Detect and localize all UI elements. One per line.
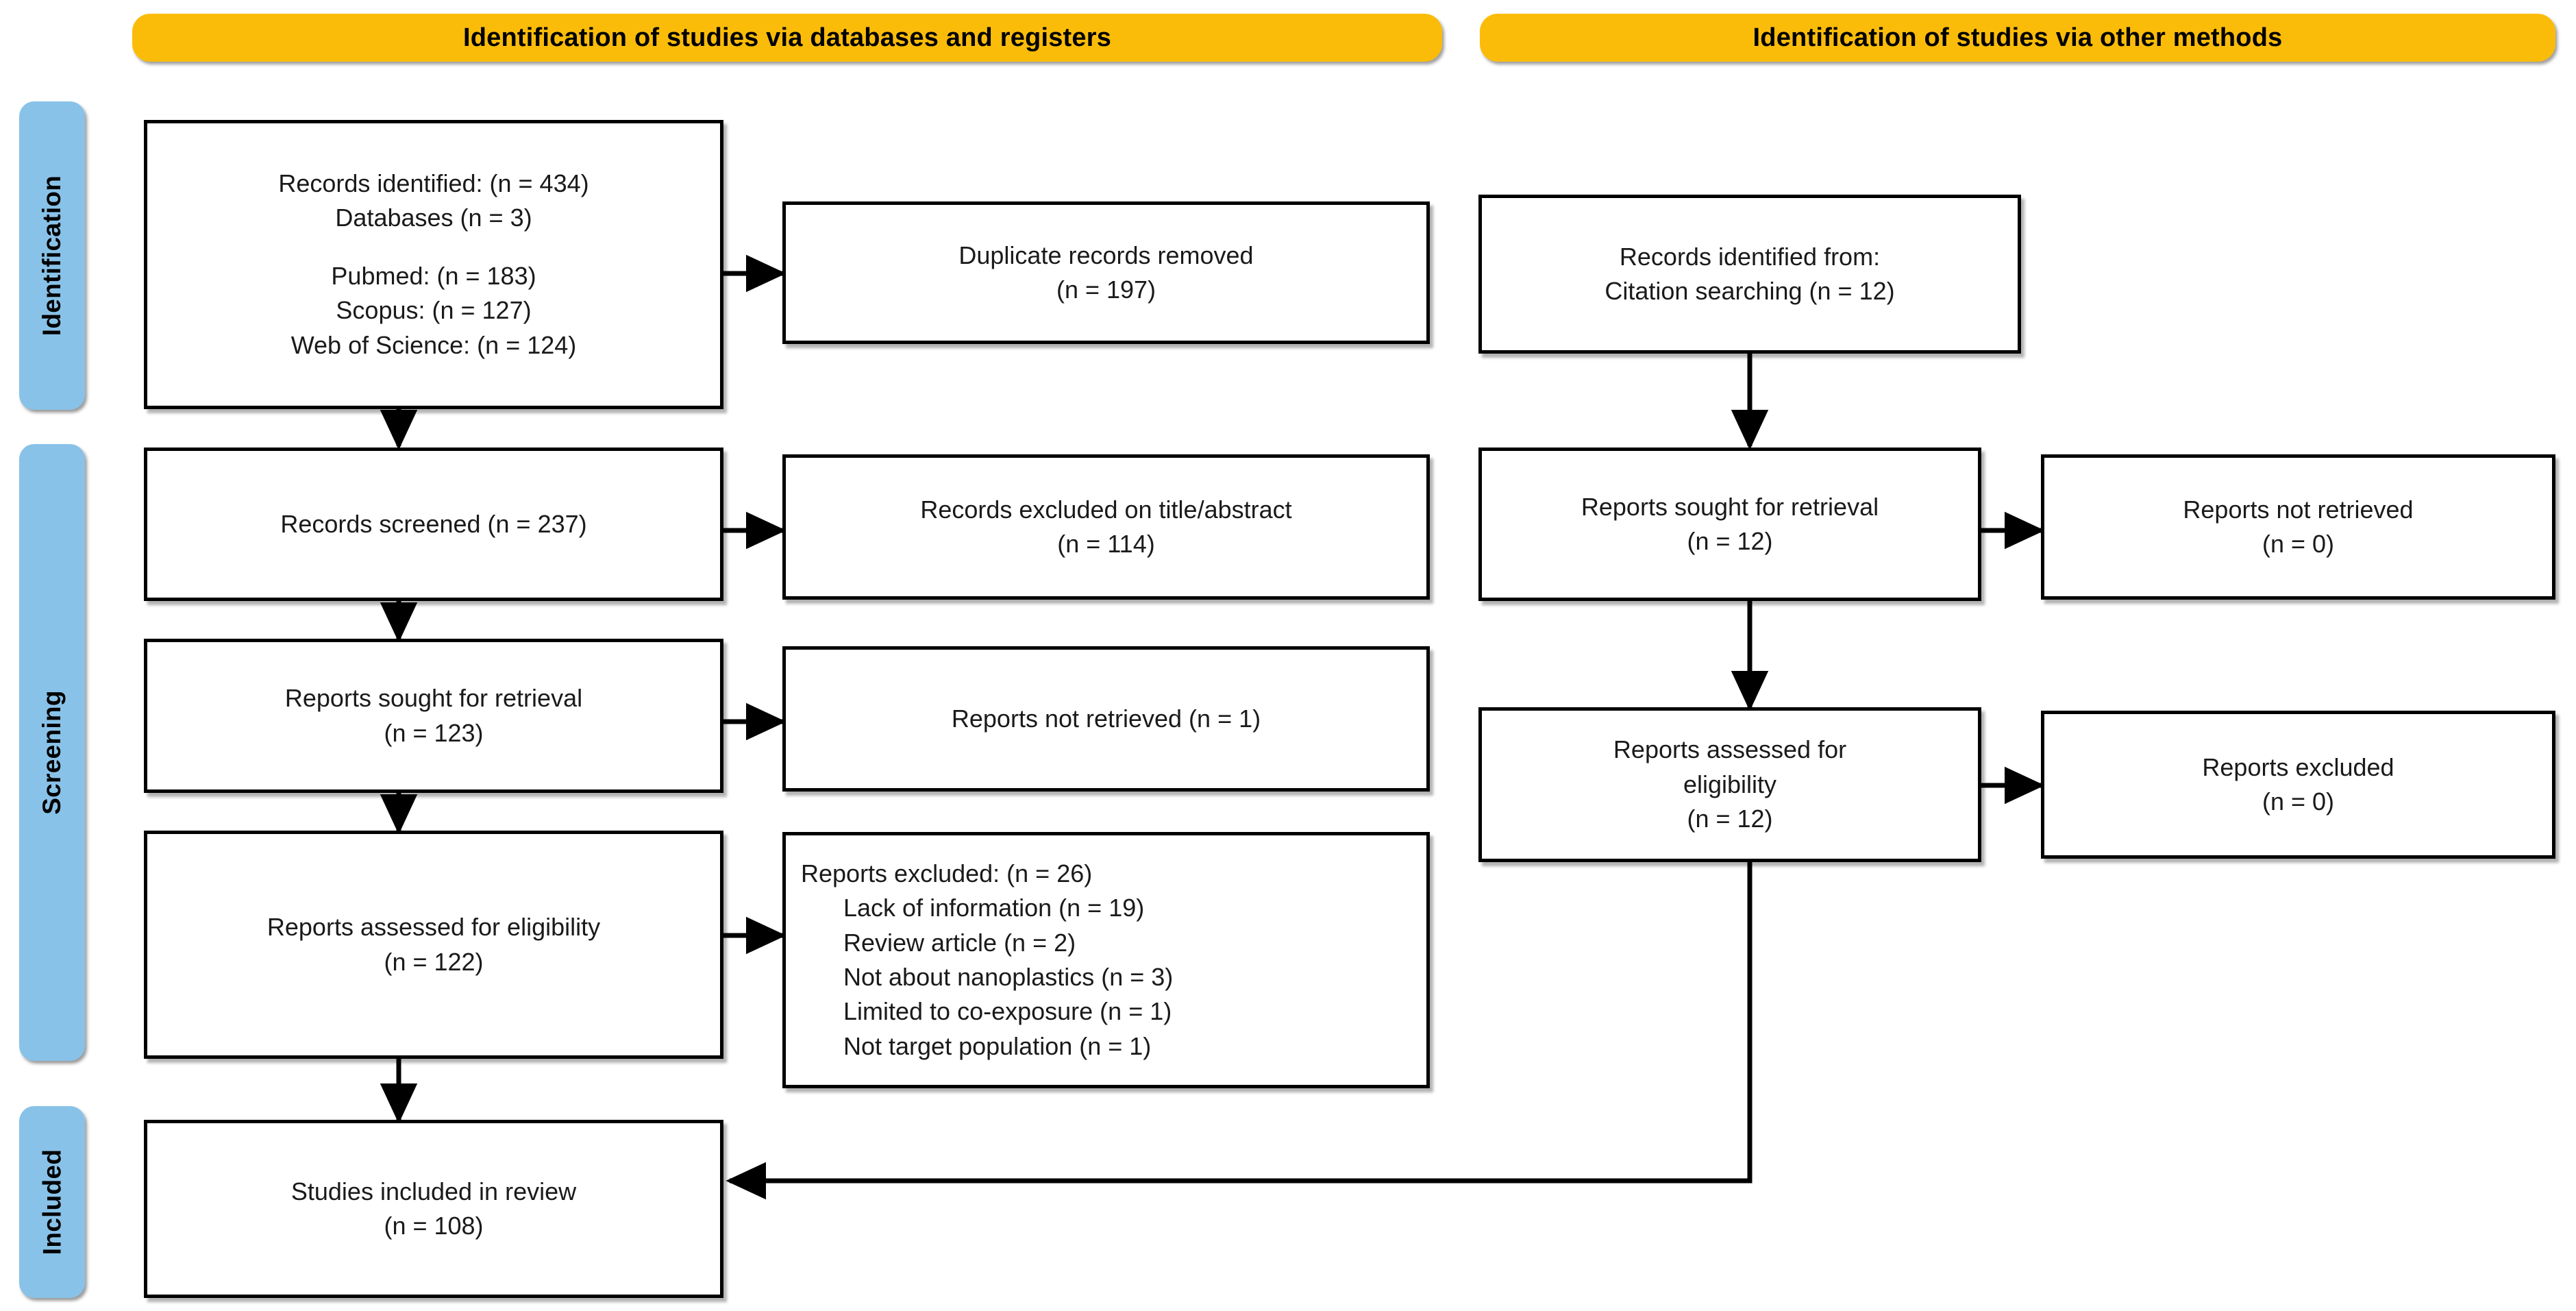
box-duplicate-records-removed-content: Duplicate records removed (n = 197) xyxy=(786,236,1426,310)
r-reports-assessed-line2: eligibility xyxy=(1683,770,1777,798)
box-reports-excluded-reasons-content: Reports excluded: (n = 26) Lack of infor… xyxy=(786,854,1426,1066)
box-r-reports-assessed-eligibility-content: Reports assessed for eligibility (n = 12… xyxy=(1482,730,1978,839)
studies-included-line2: (n = 108) xyxy=(384,1212,484,1240)
r-reports-excluded-line1: Reports excluded xyxy=(2202,752,2394,781)
box-reports-sought-retrieval-content: Reports sought for retrieval (n = 123) xyxy=(147,678,720,753)
stage-label-screening: Screening xyxy=(19,444,85,1061)
banner-databases: Identification of studies via databases … xyxy=(132,14,1442,62)
box-r-reports-excluded-content: Reports excluded (n = 0) xyxy=(2044,748,2552,822)
reports-excluded-reason-2: Review article (n = 2) xyxy=(843,928,1076,957)
box-records-excluded-title-abstract-content: Records excluded on title/abstract (n = … xyxy=(786,490,1426,565)
records-excluded-line2: (n = 114) xyxy=(1057,530,1155,558)
r-reports-assessed-line1: Reports assessed for xyxy=(1613,735,1847,764)
r-records-identified-line1: Records identified from: xyxy=(1619,242,1881,271)
r-reports-assessed-line3: (n = 12) xyxy=(1687,805,1773,833)
reports-excluded-reason-1: Lack of information (n = 19) xyxy=(843,894,1145,922)
box-reports-not-retrieved: Reports not retrieved (n = 1) xyxy=(782,646,1430,792)
records-identified-line3: Pubmed: (n = 183) xyxy=(331,261,536,290)
reports-sought-line2: (n = 123) xyxy=(384,718,484,747)
stage-label-identification: Identification xyxy=(19,101,85,410)
box-records-identified-content: Records identified: (n = 434) Databases … xyxy=(147,164,720,365)
box-r-reports-not-retrieved: Reports not retrieved (n = 0) xyxy=(2041,454,2555,600)
box-reports-assessed-eligibility-content: Reports assessed for eligibility (n = 12… xyxy=(147,907,720,982)
stage-label-screening-text: Screening xyxy=(38,690,66,815)
box-r-reports-sought-retrieval: Reports sought for retrieval (n = 12) xyxy=(1478,448,1981,601)
box-reports-assessed-eligibility: Reports assessed for eligibility (n = 12… xyxy=(144,831,723,1059)
reports-excluded-reason-4: Limited to co-exposure (n = 1) xyxy=(843,997,1172,1026)
box-records-identified-from: Records identified from: Citation search… xyxy=(1478,195,2021,354)
box-reports-sought-retrieval: Reports sought for retrieval (n = 123) xyxy=(144,639,723,793)
reports-sought-line1: Reports sought for retrieval xyxy=(284,684,583,713)
records-identified-spacer xyxy=(156,236,712,259)
records-identified-line1: Records identified: (n = 434) xyxy=(278,169,589,197)
box-records-excluded-title-abstract: Records excluded on title/abstract (n = … xyxy=(782,454,1430,600)
box-duplicate-records-removed: Duplicate records removed (n = 197) xyxy=(782,201,1430,344)
box-r-reports-assessed-eligibility: Reports assessed for eligibility (n = 12… xyxy=(1478,707,1981,862)
r-reports-sought-line2: (n = 12) xyxy=(1687,527,1773,555)
records-identified-line4: Scopus: (n = 127) xyxy=(336,296,532,325)
duplicates-removed-line1: Duplicate records removed xyxy=(958,241,1254,269)
r-records-identified-line2: Citation searching (n = 12) xyxy=(1605,277,1895,305)
box-records-identified: Records identified: (n = 434) Databases … xyxy=(144,120,723,409)
box-records-screened: Records screened (n = 237) xyxy=(144,448,723,601)
records-excluded-line1: Records excluded on title/abstract xyxy=(920,495,1292,524)
studies-included-line1: Studies included in review xyxy=(290,1177,577,1205)
records-screened-line1: Records screened (n = 237) xyxy=(280,509,587,538)
reports-not-retrieved-line1: Reports not retrieved (n = 1) xyxy=(951,704,1261,733)
box-studies-included-review: Studies included in review (n = 108) xyxy=(144,1120,723,1298)
stage-label-included-text: Included xyxy=(38,1149,66,1255)
box-r-reports-sought-retrieval-content: Reports sought for retrieval (n = 12) xyxy=(1482,487,1978,562)
r-reports-sought-line1: Reports sought for retrieval xyxy=(1581,492,1879,521)
reports-excluded-line1: Reports excluded: (n = 26) xyxy=(801,859,1093,887)
box-r-reports-excluded: Reports excluded (n = 0) xyxy=(2041,711,2555,859)
r-reports-not-retrieved-line1: Reports not retrieved xyxy=(2183,495,2414,524)
box-records-identified-from-content: Records identified from: Citation search… xyxy=(1482,237,2018,312)
stage-label-identification-text: Identification xyxy=(38,175,66,336)
box-records-screened-content: Records screened (n = 237) xyxy=(147,504,720,544)
stage-label-included: Included xyxy=(19,1106,85,1298)
box-reports-not-retrieved-content: Reports not retrieved (n = 1) xyxy=(786,699,1426,739)
duplicates-removed-line2: (n = 197) xyxy=(1056,275,1156,304)
reports-excluded-reason-5: Not target population (n = 1) xyxy=(843,1031,1152,1060)
reports-assessed-line1: Reports assessed for eligibility xyxy=(267,913,601,942)
reports-excluded-reason-3: Not about nanoplastics (n = 3) xyxy=(843,963,1174,991)
box-r-reports-not-retrieved-content: Reports not retrieved (n = 0) xyxy=(2044,490,2552,565)
banner-other-methods: Identification of studies via other meth… xyxy=(1480,14,2555,62)
r-reports-not-retrieved-line2: (n = 0) xyxy=(2262,530,2335,558)
box-reports-excluded-reasons: Reports excluded: (n = 26) Lack of infor… xyxy=(782,832,1430,1088)
r-reports-excluded-line2: (n = 0) xyxy=(2262,787,2335,816)
records-identified-line2: Databases (n = 3) xyxy=(335,204,532,232)
box-studies-included-review-content: Studies included in review (n = 108) xyxy=(147,1172,720,1247)
banner-databases-label: Identification of studies via databases … xyxy=(462,23,1112,52)
banner-other-methods-label: Identification of studies via other meth… xyxy=(1753,23,2283,52)
records-identified-line5: Web of Science: (n = 124) xyxy=(290,330,577,359)
reports-assessed-line2: (n = 122) xyxy=(384,947,484,976)
